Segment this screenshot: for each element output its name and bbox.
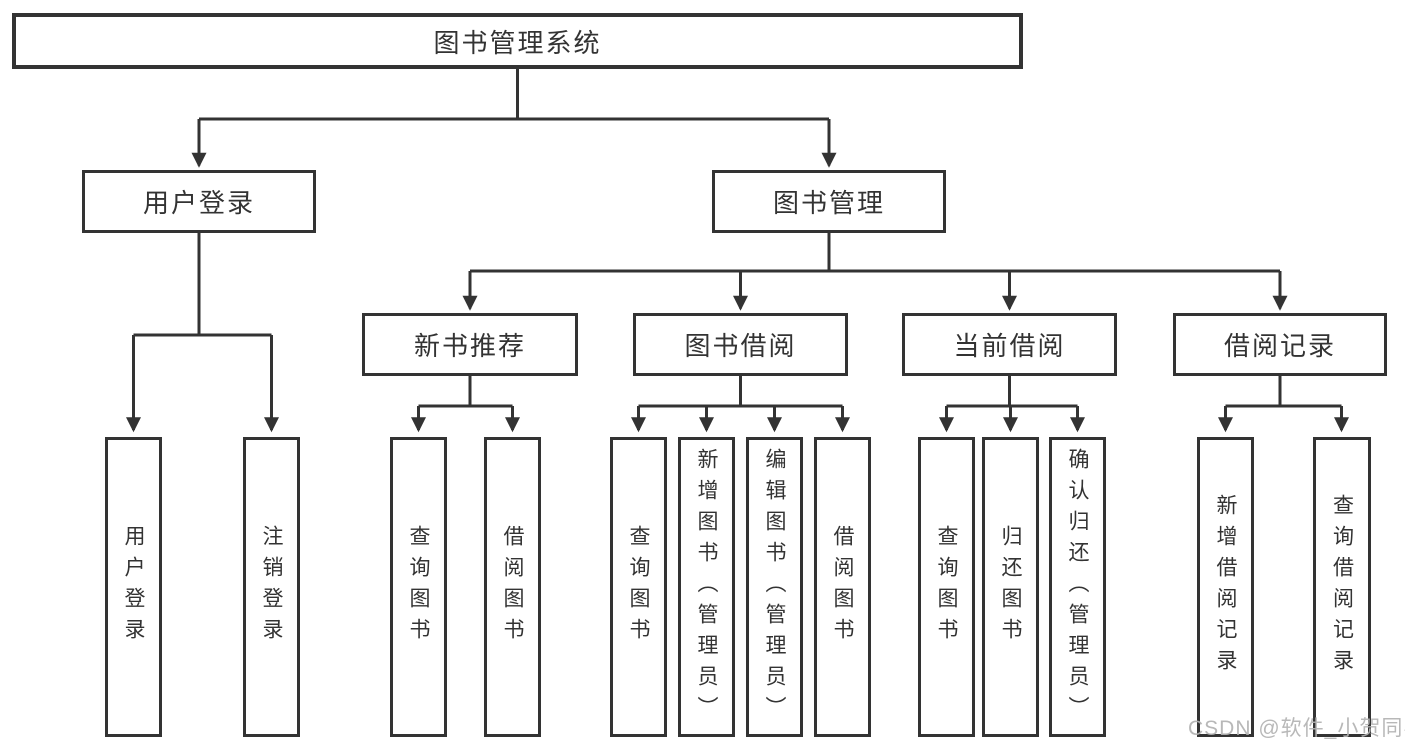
node-new-book-recommend: 新书推荐 xyxy=(362,313,578,376)
leaf-user-login: 用户登录 xyxy=(105,437,162,737)
connector-userlogin-bar xyxy=(133,231,272,337)
node-root: 图书管理系统 xyxy=(12,13,1023,69)
leaf-borrow-book: 借阅图书 xyxy=(814,437,871,737)
leaf-edit-book-admin: 编辑图书（管理员） xyxy=(746,437,803,737)
leaf-logout: 注销登录 xyxy=(243,437,300,737)
leaf-add-book-admin: 新增图书（管理员） xyxy=(678,437,735,737)
node-current-borrow-label: 当前借阅 xyxy=(953,331,1066,361)
connector-newbook-bar xyxy=(418,374,513,408)
leaf-borrow-book-recommend: 借阅图书 xyxy=(484,437,541,737)
connector-root-bar xyxy=(199,67,829,121)
connector-record-bar xyxy=(1225,374,1342,408)
node-user-login-label: 用户登录 xyxy=(142,188,255,218)
node-borrow-record-label: 借阅记录 xyxy=(1223,331,1336,361)
node-user-login: 用户登录 xyxy=(82,170,316,233)
leaf-query-book-borrow: 查询图书 xyxy=(610,437,667,737)
node-current-borrow: 当前借阅 xyxy=(902,313,1117,376)
leaf-query-book-recommend: 查询图书 xyxy=(390,437,447,737)
leaf-confirm-return-admin: 确认归还（管理员） xyxy=(1049,437,1106,737)
leaf-query-book-current: 查询图书 xyxy=(918,437,975,737)
leaf-return-book: 归还图书 xyxy=(982,437,1039,737)
leaf-query-borrow-record: 查询借阅记录 xyxy=(1313,437,1371,737)
leaf-add-borrow-record: 新增借阅记录 xyxy=(1197,437,1254,737)
connector-bookmgmt-bar xyxy=(470,231,1280,273)
connector-borrow-bar xyxy=(638,374,843,408)
connector-current-bar xyxy=(946,374,1078,408)
node-book-management: 图书管理 xyxy=(712,170,946,233)
node-root-label: 图书管理系统 xyxy=(433,27,602,58)
csdn-watermark: CSDN @软件_小贺同学 xyxy=(1188,717,1405,740)
node-book-management-label: 图书管理 xyxy=(772,188,885,218)
node-borrow-record: 借阅记录 xyxy=(1173,313,1387,376)
node-book-borrow: 图书借阅 xyxy=(633,313,848,376)
node-new-book-recommend-label: 新书推荐 xyxy=(413,331,526,361)
node-book-borrow-label: 图书借阅 xyxy=(684,331,797,361)
